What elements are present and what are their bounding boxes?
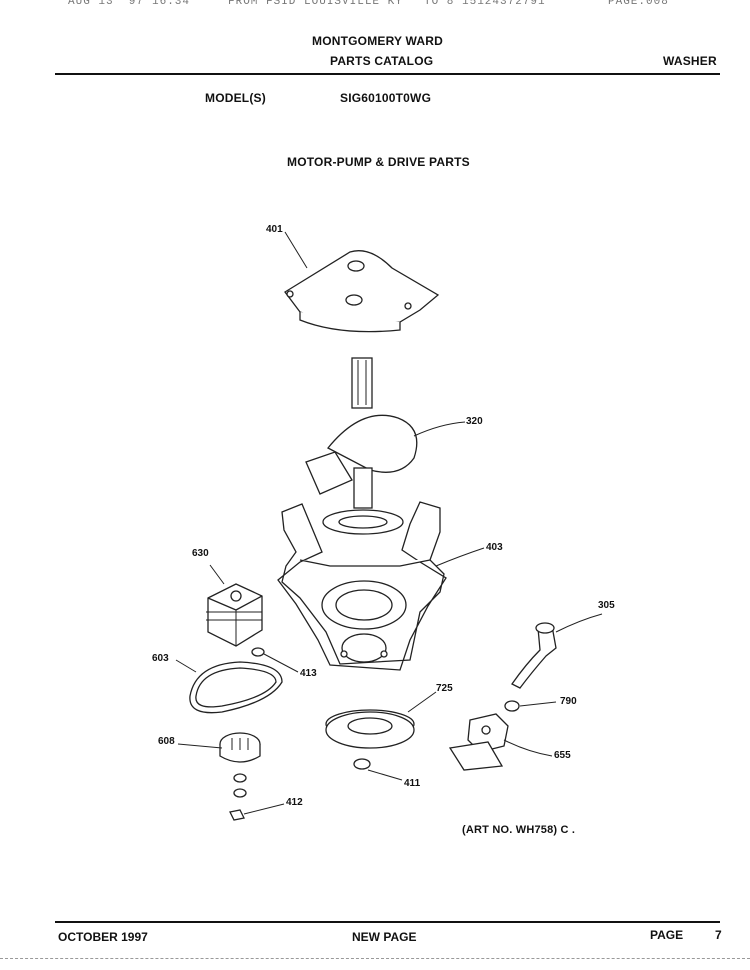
section-title: MOTOR-PUMP & DRIVE PARTS [287,155,470,169]
footer-date: OCTOBER 1997 [58,930,148,944]
callout-630: 630 [192,548,209,559]
company-name: MONTGOMERY WARD [312,34,443,48]
part-608-motor-pulley [177,732,261,798]
model-number: SIG60100T0WG [340,91,432,105]
callout-320: 320 [466,416,483,427]
footer-status: NEW PAGE [352,930,417,944]
art-number: (ART NO. WH758) C . [462,824,576,836]
part-725-pulley [325,691,437,749]
scan-noise-line [0,958,750,961]
footer-page-label: PAGE [650,928,684,942]
part-411-washer [353,758,403,781]
callout-790: 790 [560,696,577,707]
footer-page-number: 7 [715,928,722,942]
callout-603: 603 [152,653,169,664]
fax-to: TO 8 15124372791 [424,0,546,8]
callout-725: 725 [436,683,453,694]
fax-page: PAGE.008 [608,0,669,8]
part-413-nut [251,647,299,673]
fax-time: 16:34 [152,0,191,8]
callout-401: 401 [266,224,283,235]
callout-413: 413 [300,668,317,679]
callout-412: 412 [286,797,303,808]
model-label: MODEL(S) [205,91,266,105]
part-655-pump [448,713,553,771]
fax-date: AUG 13 '97 [68,0,145,8]
part-403-bracket [277,501,485,671]
callout-403: 403 [486,542,503,553]
part-401-cover [284,231,440,333]
catalog-title: PARTS CATALOG [330,54,434,68]
header-rule [55,73,720,75]
callout-608: 608 [158,736,175,747]
part-630-motor [206,564,263,647]
callout-305: 305 [598,600,615,611]
part-320-transmission [305,357,466,535]
part-790-clamp [504,700,557,712]
callout-411: 411 [404,778,421,789]
fax-from: FROM FSID LOUISVILLE KY [228,0,403,8]
part-412-screw [229,803,285,821]
product-type: WASHER [663,54,717,68]
callout-655: 655 [554,750,571,761]
footer-rule [55,921,720,923]
part-603-belt [175,659,283,714]
part-305-hose [511,613,603,689]
